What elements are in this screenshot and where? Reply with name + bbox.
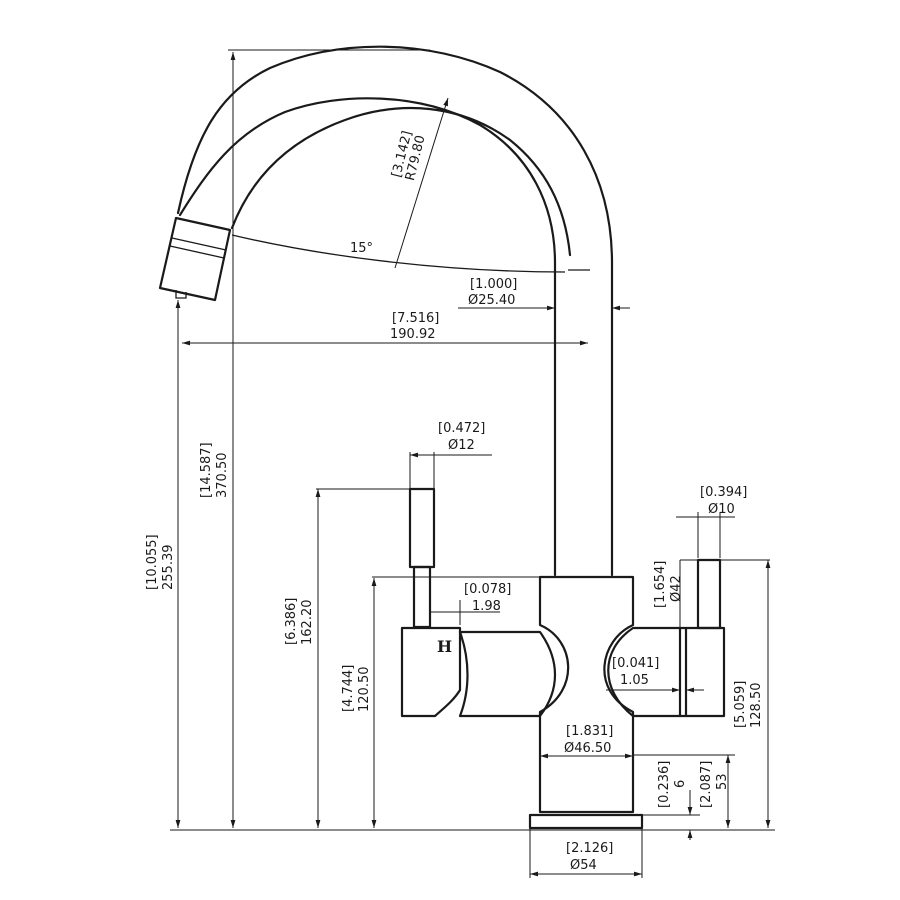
- spout-outer-arc-2: [176, 45, 614, 577]
- spray-head-band: [171, 237, 227, 251]
- dim-total-height-mm: 370.50: [215, 453, 230, 499]
- dim-outlet-height-inch: [10.055]: [145, 534, 160, 590]
- handle-stem: [412, 565, 432, 629]
- dim-gap-mm: 1.98: [472, 599, 501, 614]
- side-valve: [607, 626, 726, 718]
- dim-spout-reach-inch: [7.516]: [392, 311, 439, 326]
- dim-spout-tube-mm: Ø25.40: [468, 293, 515, 308]
- hot-mark: H: [437, 637, 452, 656]
- dim-spout-tube-inch: [1.000]: [470, 277, 517, 292]
- dim-body-dia-mm: Ø46.50: [564, 741, 611, 756]
- handle-block: [400, 626, 462, 718]
- handle-rod: [408, 487, 436, 569]
- dim-handle-height-mm: 162.20: [300, 600, 315, 646]
- dim-side-dia-inch: [1.654]: [653, 561, 668, 608]
- dim-base-dia-mm: Ø54: [570, 858, 597, 873]
- base-plate: [528, 813, 644, 830]
- dim-base-height-mm: 53: [715, 773, 730, 790]
- handle-connector: [458, 630, 557, 718]
- dim-knob-dia-inch: [0.394]: [700, 485, 747, 500]
- dim-body-dia-inch: [1.831]: [566, 724, 613, 739]
- dim-spout-angle: 15°: [350, 241, 373, 256]
- dimension-labels: [3.142] R79.80 15° [1.000] Ø25.40 [7.516…: [145, 129, 764, 873]
- dim-body-height-inch: [4.744]: [341, 665, 356, 712]
- dim-side-height-inch: [5.059]: [733, 681, 748, 728]
- body: [538, 575, 635, 814]
- dim-gap-inch: [0.078]: [464, 582, 511, 597]
- spout-inner-curve: [230, 107, 572, 257]
- dim-body-height-mm: 120.50: [357, 667, 372, 713]
- spout-outer-arc: [178, 97, 557, 577]
- dim-side-dia-mm: Ø42: [669, 575, 684, 602]
- faucet-outline: H: [158, 45, 726, 830]
- dim-base-height-inch: [2.087]: [699, 761, 714, 808]
- dim-ring-inch: [0.041]: [612, 656, 659, 671]
- spout-tangent-line: [231, 234, 566, 273]
- dim-total-height-inch: [14.587]: [199, 442, 214, 498]
- spray-head-band-2: [169, 245, 225, 259]
- spray-nozzle: [175, 290, 187, 299]
- spray-head: [158, 216, 232, 302]
- dim-side-height-mm: 128.50: [749, 683, 764, 729]
- dim-spout-reach-mm: 190.92: [390, 327, 436, 342]
- dim-base-thick-mm: 6: [673, 780, 688, 788]
- dimension-lines: [170, 49, 775, 878]
- dim-outlet-height-mm: 255.39: [161, 545, 176, 591]
- dim-handle-height-inch: [6.386]: [284, 598, 299, 645]
- dim-base-thick-inch: [0.236]: [657, 761, 672, 808]
- dim-handle-dia-inch: [0.472]: [438, 421, 485, 436]
- side-knob: [696, 558, 722, 630]
- dim-base-dia-inch: [2.126]: [566, 841, 613, 856]
- dim-knob-dia-mm: Ø10: [708, 502, 735, 517]
- dim-handle-dia-mm: Ø12: [448, 438, 475, 453]
- dim-ring-mm: 1.05: [620, 673, 649, 688]
